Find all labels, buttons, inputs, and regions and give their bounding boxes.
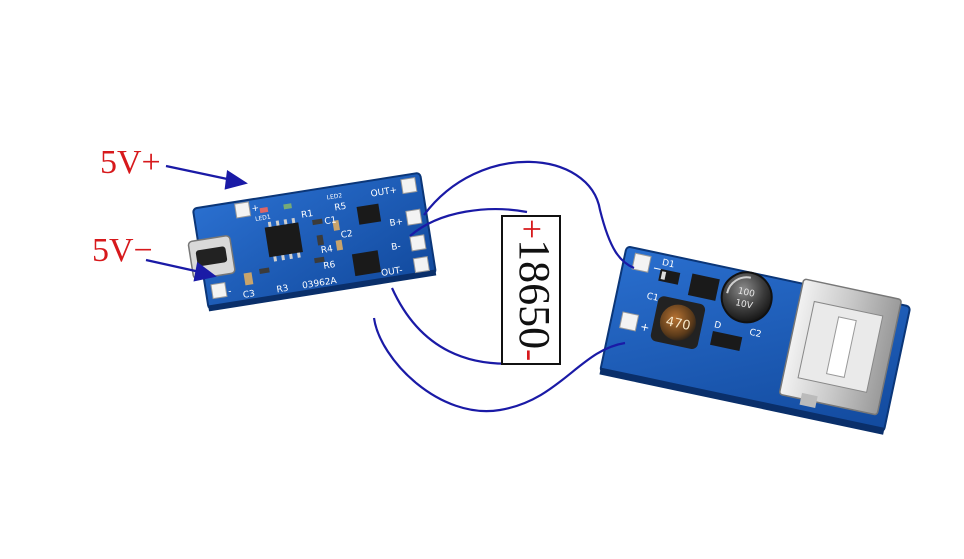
boost-pcb-edge (599, 367, 885, 435)
label-5v-plus: 5V+ (100, 144, 161, 181)
inductor-marking: 470 (664, 314, 691, 334)
silk-r4: R4 (320, 244, 334, 256)
usb-a-tongue (825, 316, 857, 378)
silk-r3: R3 (276, 284, 289, 296)
silk-minus: - (228, 287, 233, 297)
boost-pad-plus (619, 311, 640, 332)
label-5v-minus: 5V− (92, 232, 153, 269)
silk-c2: C2 (340, 229, 353, 241)
micro-usb-opening (195, 246, 228, 267)
charger-pcb-edge (208, 269, 437, 312)
boost-silk-plus: + (639, 320, 651, 335)
battery-positive: + (512, 218, 552, 240)
silk-led2: LED2 (326, 192, 343, 201)
wire-out-minus-to-boost-plus (372, 317, 626, 413)
silk-r5: R5 (334, 202, 347, 214)
silk-r6: R6 (323, 260, 337, 272)
boost-ic (687, 273, 720, 301)
silk-r1: R1 (300, 209, 313, 221)
boost-board: − + D1 C1 D C2 470 100 10V (599, 246, 911, 435)
arrows (145, 164, 248, 282)
arrow-5v-plus-shaft (165, 164, 233, 182)
capacitor-value: 100 (737, 286, 756, 299)
silk-out-plus: OUT+ (370, 186, 398, 200)
battery-negative: - (512, 349, 552, 362)
battery-label: +18650- (510, 218, 559, 362)
silk-b-minus: B- (391, 242, 402, 253)
charger-pad-out-minus (412, 256, 430, 274)
battery-18650 (501, 215, 561, 365)
wire-out-plus-to-boost-minus (423, 160, 635, 270)
boost-silk-d: D (713, 320, 722, 331)
usb-a-shell-tab (799, 392, 818, 408)
arrow-5v-minus-shaft (145, 258, 201, 274)
charger-pad-b-plus (405, 208, 423, 226)
silk-led1: LED1 (255, 214, 272, 223)
battery-model: 18650 (510, 239, 559, 350)
capacitor-voltage: 10V (734, 298, 754, 312)
silk-b-plus: B+ (389, 217, 404, 229)
boost-silk-minus: − (651, 261, 663, 276)
charger-board: + - OUT+ B+ B- OUT- C1 C2 C3 R1 R3 R4 R5… (187, 172, 437, 312)
inductor-core (659, 304, 696, 341)
silk-c1: C1 (324, 215, 337, 227)
charger-pad-out-plus (400, 177, 418, 195)
mosfet-chip (356, 203, 382, 225)
wire-b-plus-to-battery-plus (409, 208, 528, 237)
silk-c3: C3 (242, 289, 255, 301)
charger-pad-in-plus (234, 201, 252, 219)
boost-silk-c2: C2 (748, 328, 762, 340)
diode-d2 (710, 331, 743, 351)
boost-silk-c1: C1 (646, 292, 660, 304)
charger-pad-b-minus (409, 234, 427, 252)
silk-plus: + (251, 203, 260, 214)
boost-pad-minus (631, 252, 652, 273)
charger-ic (264, 222, 303, 258)
arrow-5v-plus-head (224, 169, 248, 190)
arrow-5v-minus-head (193, 261, 217, 282)
charger-ic-pins (267, 217, 301, 262)
protection-ic (351, 250, 382, 277)
smd-components (243, 203, 344, 286)
charger-pad-in-minus (210, 282, 228, 300)
silk-out-minus: OUT- (381, 266, 404, 279)
electrolytic-capacitor (720, 271, 773, 324)
boost-silk-d1: D1 (661, 258, 675, 270)
